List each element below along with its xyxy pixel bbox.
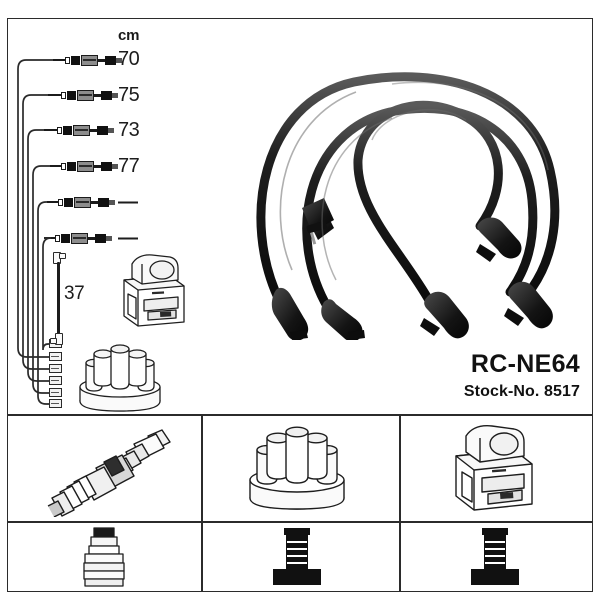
terminal-icon bbox=[471, 528, 519, 585]
legend-divider-horizontal bbox=[8, 521, 592, 523]
legend-cell-distributor-cap bbox=[202, 418, 392, 521]
product-stock-number: Stock-No. 8517 bbox=[463, 383, 580, 400]
sleeve-icon bbox=[77, 160, 94, 172]
boot-icon bbox=[61, 91, 66, 99]
bundle-terminal bbox=[49, 388, 62, 397]
lead-connector bbox=[57, 124, 117, 136]
coil-lead-wire bbox=[57, 262, 60, 334]
lead-length-3: 73 bbox=[118, 119, 140, 141]
ferrule-icon bbox=[63, 125, 72, 135]
lead-wire bbox=[44, 129, 57, 131]
coil-lead-length: 37 bbox=[64, 283, 85, 304]
tail-icon bbox=[106, 235, 112, 241]
bundle-terminal bbox=[49, 399, 62, 408]
main-diagram-panel bbox=[7, 18, 593, 415]
legend-cell-boot-connector bbox=[10, 523, 200, 591]
distributor-cap-icon bbox=[79, 344, 161, 412]
boot-icon bbox=[55, 234, 60, 242]
legend-cell-ignition-coil bbox=[400, 418, 590, 521]
boot-neck-icon bbox=[50, 338, 57, 344]
ferrule-icon bbox=[67, 161, 76, 171]
ferrule-icon bbox=[64, 197, 73, 207]
boot-icon bbox=[65, 56, 70, 64]
coil-lead-boot-bottom bbox=[50, 330, 66, 345]
terminal-icon bbox=[273, 528, 321, 585]
lead-connector bbox=[55, 232, 115, 244]
terminal-block-icon bbox=[97, 125, 108, 135]
boot-bottom-right bbox=[504, 281, 553, 329]
bundle-terminal bbox=[49, 364, 62, 373]
lead-row-2 bbox=[48, 89, 163, 101]
boot-bottom-center bbox=[420, 291, 469, 339]
link-icon bbox=[94, 93, 101, 97]
link-icon bbox=[90, 128, 97, 132]
tail-icon bbox=[112, 163, 118, 169]
bundle-terminal bbox=[49, 352, 62, 361]
legend-cell-spark-plug bbox=[10, 418, 200, 521]
lead-length-5: — bbox=[118, 191, 138, 213]
terminal-block-icon bbox=[101, 90, 112, 100]
tail-icon bbox=[116, 57, 122, 63]
sleeve-icon bbox=[77, 89, 94, 101]
legend-cell-terminal-left bbox=[202, 523, 392, 591]
lead-connector bbox=[58, 196, 118, 208]
distributor-cap-icon bbox=[249, 425, 345, 510]
lead-row-4 bbox=[50, 160, 168, 172]
boot-left-inner bbox=[321, 299, 365, 340]
legend-cell-terminal-right bbox=[400, 523, 590, 591]
product-code: RC-NE64 bbox=[470, 350, 580, 378]
tail-icon bbox=[109, 199, 115, 205]
cable-inner bbox=[353, 100, 503, 307]
boot-mid-right bbox=[476, 217, 522, 262]
lead-length-1: 70 bbox=[118, 48, 140, 70]
wire-bundle-routing bbox=[17, 59, 53, 405]
lead-connector bbox=[61, 89, 121, 101]
spark-plug-icon bbox=[47, 429, 171, 517]
terminal-block-icon bbox=[95, 233, 106, 243]
ignition-coil-icon bbox=[455, 424, 533, 511]
terminal-block-icon bbox=[105, 55, 116, 65]
sleeve-icon bbox=[74, 196, 91, 208]
sleeve-icon bbox=[73, 124, 90, 136]
sleeve-icon bbox=[81, 54, 98, 66]
boot-left-outer bbox=[271, 287, 309, 340]
ignition-cable-photo bbox=[232, 40, 590, 340]
cable-outer bbox=[256, 72, 560, 307]
lead-wire bbox=[47, 201, 58, 203]
tail-icon bbox=[112, 92, 118, 98]
lead-length-6: — bbox=[118, 227, 138, 249]
ignition-coil-icon bbox=[123, 254, 185, 327]
boot-icon bbox=[61, 162, 66, 170]
lead-wire bbox=[50, 165, 61, 167]
sleeve-icon bbox=[71, 232, 88, 244]
units-header-label: cm bbox=[118, 27, 140, 44]
ferrule-icon bbox=[71, 55, 80, 65]
lead-row-1 bbox=[53, 54, 163, 66]
ferrule-icon bbox=[67, 90, 76, 100]
legend-divider-vertical-1 bbox=[201, 416, 203, 591]
terminal-block-icon bbox=[101, 161, 112, 171]
link-icon bbox=[98, 58, 105, 62]
lead-wire bbox=[48, 94, 61, 96]
lead-connector bbox=[61, 160, 121, 172]
lead-length-2: 75 bbox=[118, 84, 140, 106]
terminal-block-icon bbox=[98, 197, 109, 207]
bundle-terminal bbox=[49, 376, 62, 385]
link-icon bbox=[88, 236, 95, 240]
link-icon bbox=[91, 200, 98, 204]
boot-icon bbox=[57, 126, 62, 134]
lead-length-4: 77 bbox=[118, 155, 140, 177]
lead-connector bbox=[65, 54, 125, 66]
legend-divider-vertical-2 bbox=[399, 416, 401, 591]
boot-connector-icon bbox=[83, 527, 125, 587]
lead-wire bbox=[53, 59, 65, 61]
boot-neck-icon bbox=[59, 253, 66, 259]
link-icon bbox=[94, 164, 101, 168]
lead-row-5 bbox=[47, 196, 165, 208]
tail-icon bbox=[108, 127, 114, 133]
ferrule-icon bbox=[61, 233, 70, 243]
lead-row-3 bbox=[44, 124, 164, 136]
boot-icon bbox=[58, 198, 63, 206]
